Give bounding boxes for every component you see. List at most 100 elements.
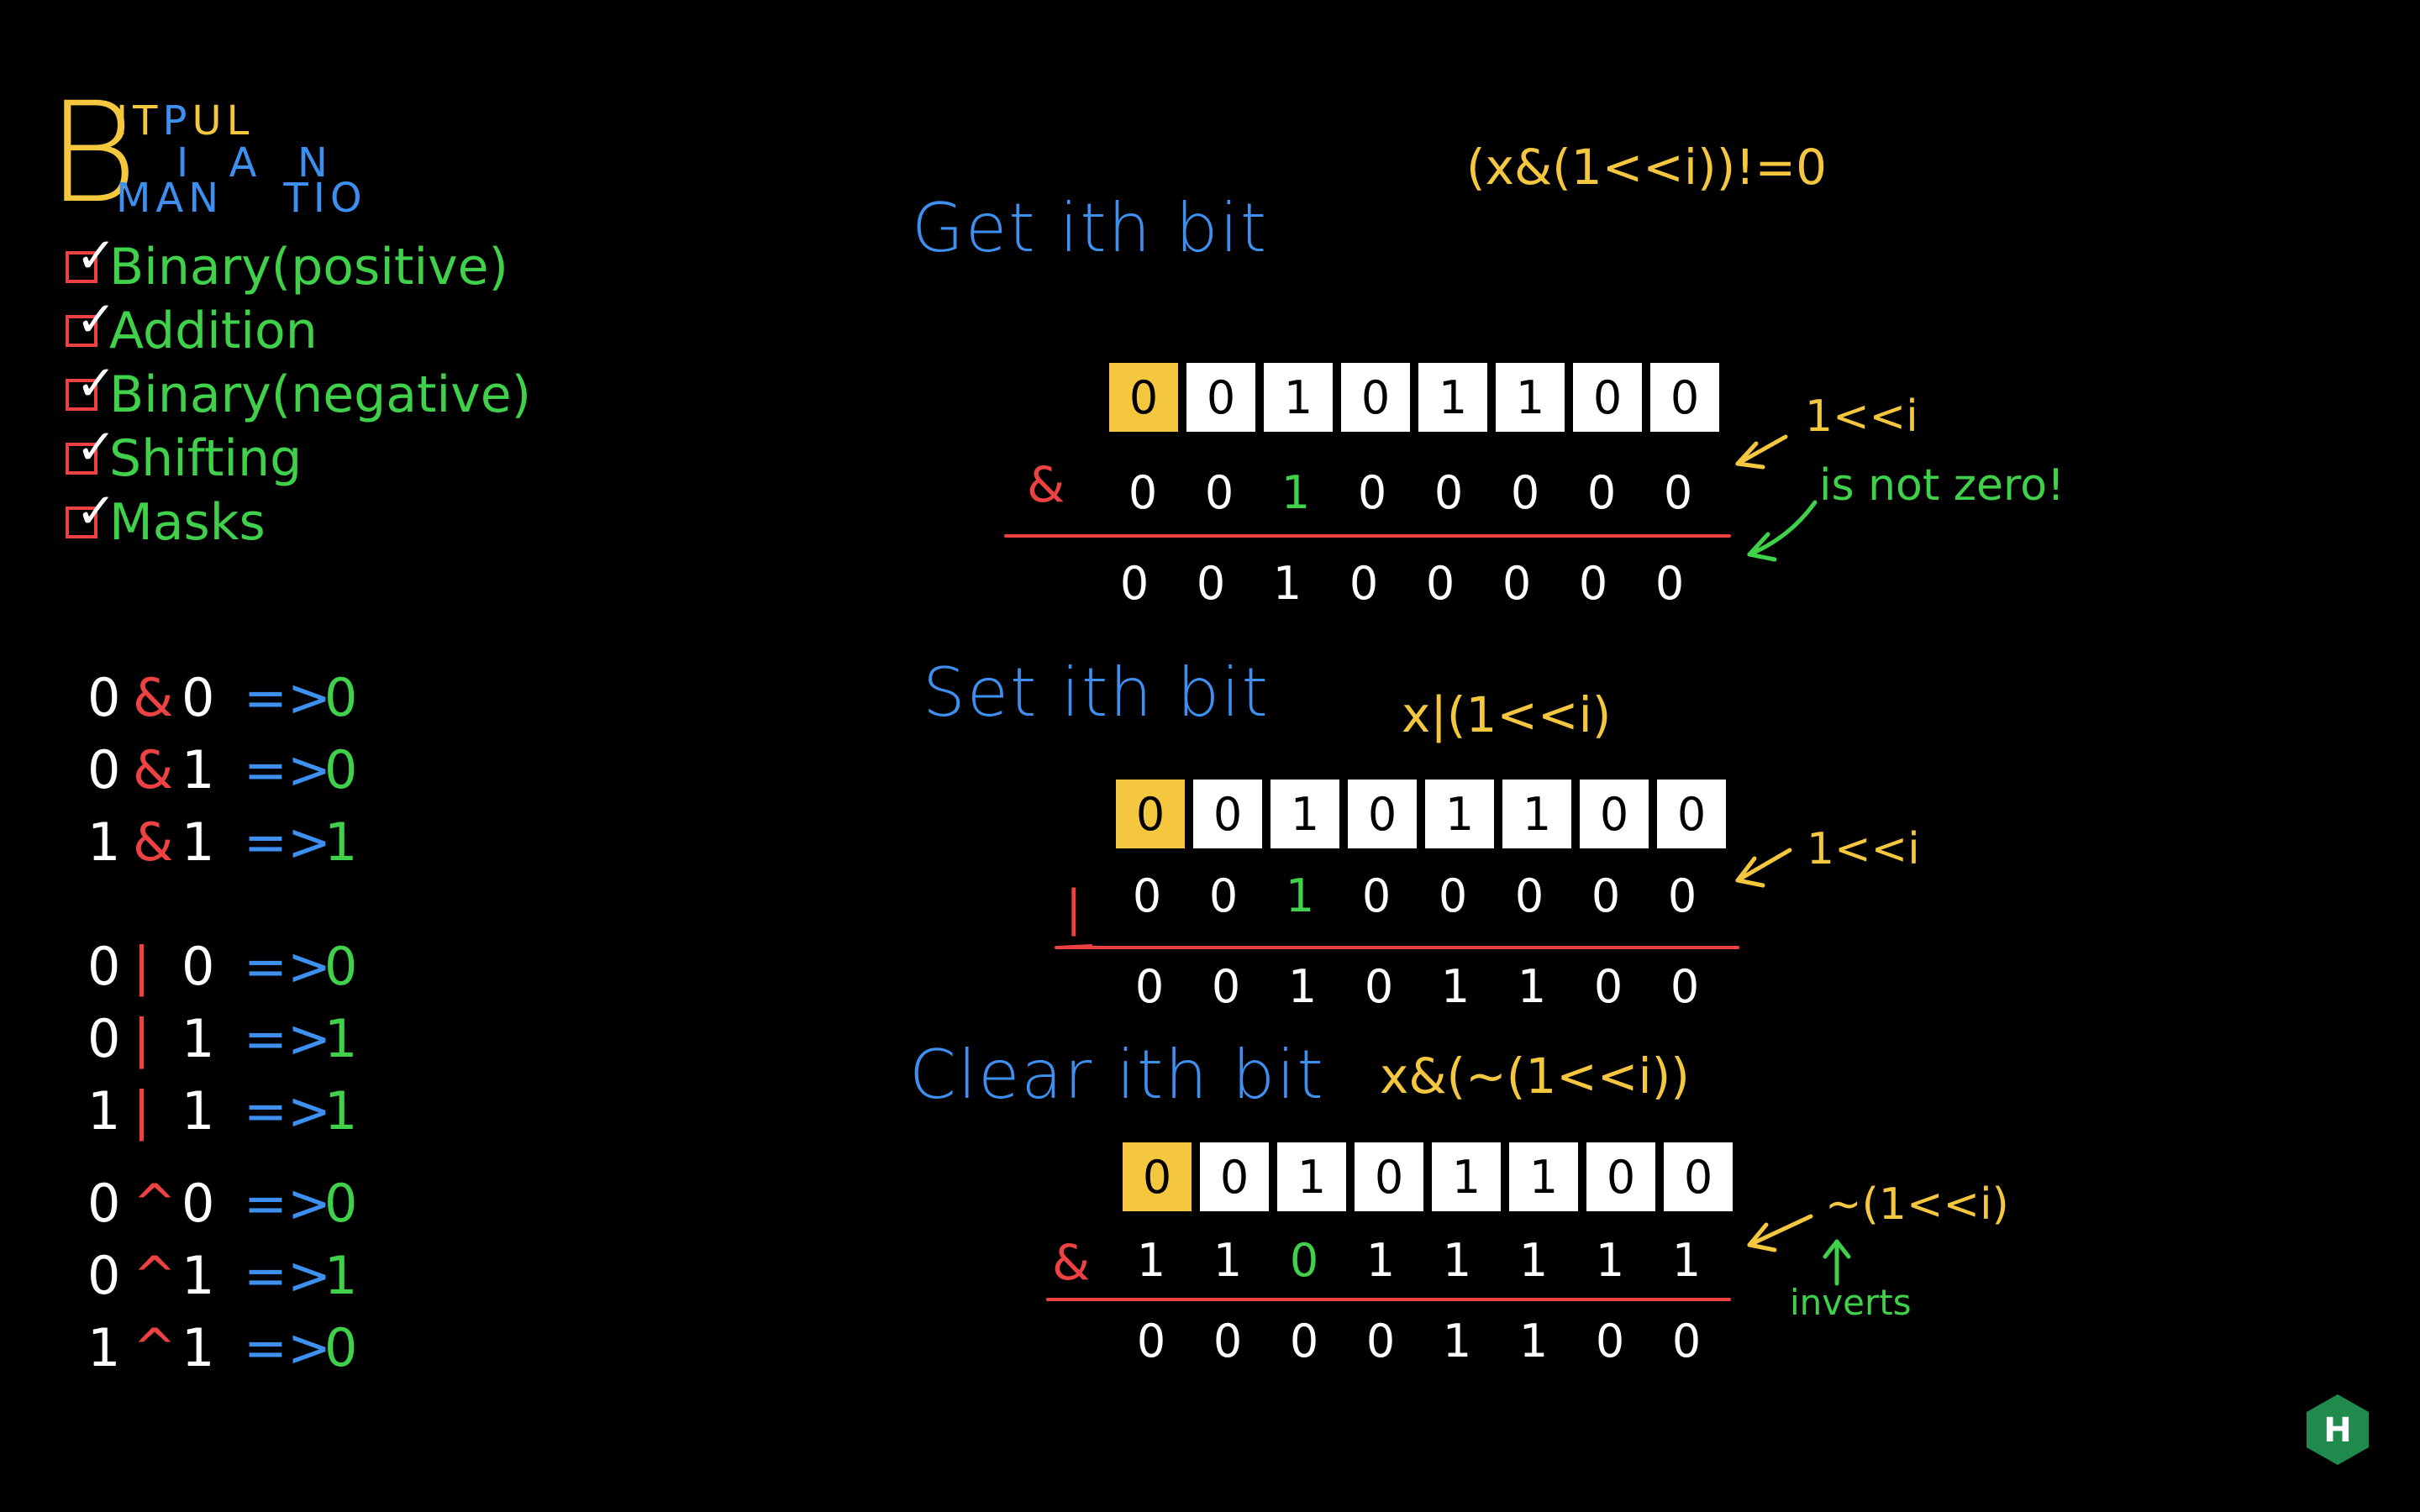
checklist-item-addition: ✓ Addition xyxy=(66,295,531,363)
bit-digit: 0 xyxy=(1208,869,1239,922)
clear-bit-rule xyxy=(1046,1298,1731,1301)
bit-digit: 0 xyxy=(1663,466,1693,519)
truth-table-b: 0 xyxy=(182,1173,215,1234)
bit-digit: 1 xyxy=(1287,960,1318,1013)
get-bit-mask-arrow-icon xyxy=(1735,434,1788,470)
checkbox: ✓ xyxy=(66,295,117,347)
bit-box: 0 xyxy=(1193,780,1262,848)
truth-table-a: 1 xyxy=(87,1080,121,1142)
checklist-item-shifting: ✓ Shifting xyxy=(66,423,531,491)
title-line-1-b: P xyxy=(162,97,192,144)
bit-digit: 1 xyxy=(1272,557,1302,610)
bit-box: 0 xyxy=(1664,1142,1733,1211)
set-bit-mask-label: 1<<i xyxy=(1807,824,1920,874)
set-bit-formula: x|(1<<i) xyxy=(1402,686,1612,743)
bit-box: 0 xyxy=(1573,363,1642,432)
truth-table-r: 0 xyxy=(324,667,358,728)
bit-box: 0 xyxy=(1341,363,1410,432)
bit-box: 0 xyxy=(1580,780,1649,848)
truth-table-r: 1 xyxy=(324,1008,358,1069)
clear-bit-mask-arrow-icon xyxy=(1747,1214,1813,1252)
bit-box: 0 xyxy=(1355,1142,1423,1211)
truth-table-r: 0 xyxy=(324,739,358,801)
set-bit-mask-arrow-icon xyxy=(1735,848,1792,888)
bit-box: 0 xyxy=(1200,1142,1269,1211)
bit-digit: 0 xyxy=(1128,466,1158,519)
bit-digit: 0 xyxy=(1349,557,1379,610)
truth-table-op: | xyxy=(133,1080,150,1142)
truth-table-b: 1 xyxy=(182,1008,215,1069)
checklist-item-binary-negative: ✓ Binary(negative) xyxy=(66,359,531,427)
bit-digit: 1 xyxy=(1595,1234,1625,1287)
bit-digit: 0 xyxy=(1670,960,1700,1013)
clear-bit-note: inverts xyxy=(1790,1282,1912,1323)
bit-digit: 0 xyxy=(1438,869,1468,922)
title-line-1-a: IT xyxy=(116,97,163,144)
title-line-3-a: MAN xyxy=(116,175,224,222)
bit-digit: 0 xyxy=(1289,1234,1319,1287)
truth-table-a: 0 xyxy=(87,1245,121,1306)
get-bit-operator: & xyxy=(1027,456,1065,513)
truth-table-b: 1 xyxy=(182,1245,215,1306)
bit-digit: 0 xyxy=(1213,1315,1243,1368)
bit-digit: 1 xyxy=(1365,1234,1396,1287)
get-bit-mask-label: 1<<i xyxy=(1805,391,1918,442)
truth-table-r: 1 xyxy=(324,1245,358,1306)
title-line-2: I A N xyxy=(176,139,333,186)
bit-digit: 1 xyxy=(1281,466,1311,519)
truth-table-op: & xyxy=(133,667,174,728)
bit-box: 1 xyxy=(1270,780,1339,848)
bit-digit: 0 xyxy=(1425,557,1455,610)
truth-table-r: 0 xyxy=(324,936,358,997)
bit-digit: 1 xyxy=(1136,1234,1166,1287)
truth-table-arrow: => xyxy=(244,1173,331,1234)
bit-digit: 0 xyxy=(1132,869,1162,922)
bit-digit: 1 xyxy=(1517,960,1547,1013)
bit-digit: 0 xyxy=(1514,869,1544,922)
bit-digit: 0 xyxy=(1357,466,1387,519)
truth-table-a: 0 xyxy=(87,1008,121,1069)
bit-box: 0 xyxy=(1186,363,1255,432)
bit-digit: 0 xyxy=(1204,466,1234,519)
bit-digit: 0 xyxy=(1211,960,1241,1013)
truth-table-a: 0 xyxy=(87,1173,121,1234)
checklist-label: Shifting xyxy=(109,429,302,488)
truth-table-a: 1 xyxy=(87,811,121,873)
truth-table-b: 1 xyxy=(182,811,215,873)
title-line-3-b: TIO xyxy=(283,175,367,222)
truth-table-b: 1 xyxy=(182,739,215,801)
truth-table-arrow: => xyxy=(244,739,331,801)
bit-digit: 1 xyxy=(1285,869,1315,922)
truth-table-b: 1 xyxy=(182,1080,215,1142)
clear-bit-invert-arrow-icon xyxy=(1823,1239,1851,1286)
bit-box: 0 xyxy=(1123,1142,1192,1211)
title-line-1: ITPUL xyxy=(116,101,254,141)
checkbox: ✓ xyxy=(66,423,117,475)
truth-table-arrow: => xyxy=(244,1317,331,1378)
truth-table-b: 0 xyxy=(182,667,215,728)
title-big-letter: B xyxy=(47,72,139,234)
bit-digit: 0 xyxy=(1671,1315,1702,1368)
checkmark-icon: ✓ xyxy=(76,418,117,475)
set-bit-rule xyxy=(1055,946,1739,949)
bit-digit: 1 xyxy=(1440,960,1470,1013)
bit-digit: 0 xyxy=(1578,557,1608,610)
get-bit-rule xyxy=(1004,534,1731,538)
checkmark-icon: ✓ xyxy=(76,291,117,348)
get-bit-title: Get ith bit xyxy=(912,189,1269,267)
logo-glyph: H xyxy=(2323,1411,2351,1450)
truth-table-a: 1 xyxy=(87,1317,121,1378)
bit-box: 1 xyxy=(1425,780,1494,848)
truth-table-r: 1 xyxy=(324,1080,358,1142)
bit-digit: 1 xyxy=(1518,1234,1549,1287)
truth-table-b: 0 xyxy=(182,936,215,997)
set-bit-title: Set ith bit xyxy=(923,654,1270,732)
checklist-label: Binary(positive) xyxy=(109,238,508,297)
clear-bit-formula: x&(~(1<<i)) xyxy=(1380,1047,1690,1105)
bit-digit: 0 xyxy=(1196,557,1226,610)
bit-box: 1 xyxy=(1277,1142,1346,1211)
get-bit-formula: (x&(1<<i))!=0 xyxy=(1466,139,1828,196)
